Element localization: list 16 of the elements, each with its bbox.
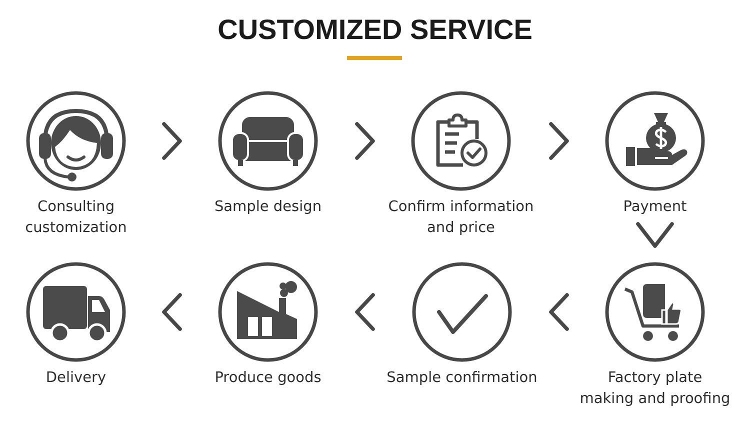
step-label: Consulting customization [24, 198, 128, 238]
chevron-arrow [355, 122, 375, 160]
chevron-arrow [162, 293, 182, 331]
step-label: Factory plate making and proofing [578, 369, 732, 409]
chevron-arrow [636, 222, 674, 248]
step-label: Confirm information and price [387, 198, 535, 238]
chevron-arrow [549, 122, 569, 160]
step-label: Delivery [46, 369, 106, 388]
step-label: Produce goods [214, 369, 322, 388]
chevron-arrow [549, 293, 569, 331]
chevron-arrow [355, 293, 375, 331]
title: CUSTOMIZED SERVICE [218, 16, 532, 44]
step-label: Sample confirmation [386, 369, 538, 388]
chevron-arrow [162, 122, 182, 160]
step-label: Payment [623, 198, 687, 217]
step-label: Sample design [214, 198, 322, 217]
